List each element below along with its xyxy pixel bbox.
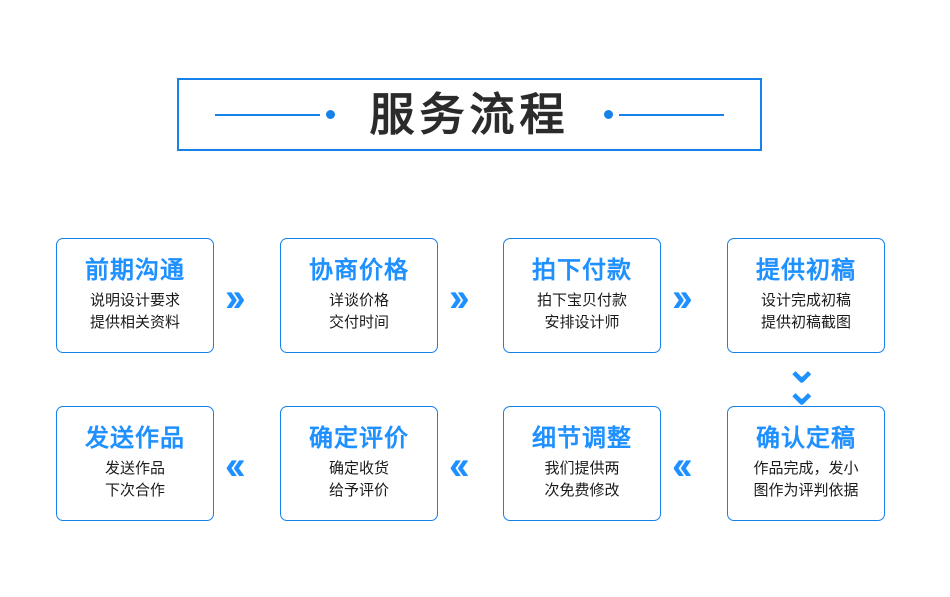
- arrow-right-1: ››: [225, 276, 245, 320]
- flow-step-line-3b: 安排设计师: [544, 313, 620, 331]
- flow-step-line-7b: 给予评价: [328, 481, 389, 499]
- flow-step-title-1: 前期沟通: [85, 256, 185, 284]
- flow-step-line-8b: 下次合作: [104, 481, 165, 499]
- arrow-right-3: ››: [672, 276, 692, 320]
- arrow-down-1: ⌄ ⌄: [785, 349, 819, 413]
- flow-step-card-7: 确定评价 确定收货 给予评价: [280, 406, 438, 521]
- flow-step-line-4b: 提供初稿截图: [760, 313, 851, 331]
- page-title-banner: 服务流程: [177, 78, 762, 151]
- flow-step-title-6: 细节调整: [532, 424, 632, 452]
- flow-step-card-8: 发送作品 发送作品 下次合作: [56, 406, 214, 521]
- flow-step-title-7: 确定评价: [309, 424, 409, 452]
- flow-step-line-5a: 作品完成，发小: [753, 459, 859, 477]
- arrow-right-2: ››: [449, 276, 469, 320]
- flow-step-title-4: 提供初稿: [756, 256, 856, 284]
- arrow-left-3: ‹‹: [225, 444, 245, 488]
- flow-step-line-6b: 次免费修改: [544, 481, 620, 499]
- flow-step-line-5b: 图作为评判依据: [753, 481, 859, 499]
- flow-step-title-5: 确认定稿: [756, 424, 856, 452]
- flow-step-line-4a: 设计完成初稿: [760, 291, 851, 309]
- arrow-left-1: ‹‹: [672, 444, 692, 488]
- flow-step-card-2: 协商价格 详谈价格 交付时间: [280, 238, 438, 353]
- flow-step-line-6a: 我们提供两: [544, 459, 620, 477]
- flow-step-line-1a: 说明设计要求: [89, 291, 180, 309]
- flow-step-line-2b: 交付时间: [328, 313, 389, 331]
- arrow-down-chevron-bottom: ⌄: [785, 369, 819, 413]
- flow-step-card-5: 确认定稿 作品完成，发小 图作为评判依据: [727, 406, 885, 521]
- flow-step-card-6: 细节调整 我们提供两 次免费修改: [503, 406, 661, 521]
- title-dot-left: [326, 110, 336, 119]
- flow-step-card-1: 前期沟通 说明设计要求 提供相关资料: [56, 238, 214, 353]
- arrow-left-2: ‹‹: [449, 444, 469, 488]
- flow-step-line-8a: 发送作品: [104, 459, 165, 477]
- title-rule-left: [215, 113, 321, 116]
- page-title: 服务流程: [369, 89, 570, 140]
- flow-step-line-2a: 详谈价格: [328, 291, 389, 309]
- flow-step-title-2: 协商价格: [309, 256, 409, 284]
- flow-step-line-7a: 确定收货: [328, 459, 389, 477]
- flow-step-title-3: 拍下付款: [532, 256, 632, 284]
- flow-step-line-1b: 提供相关资料: [89, 313, 180, 331]
- title-decoration-left: [215, 110, 336, 119]
- flow-step-title-8: 发送作品: [85, 424, 185, 452]
- flow-step-line-3a: 拍下宝贝付款: [536, 291, 627, 309]
- flow-step-card-3: 拍下付款 拍下宝贝付款 安排设计师: [503, 238, 661, 353]
- title-decoration-right: [603, 110, 724, 119]
- flow-step-card-4: 提供初稿 设计完成初稿 提供初稿截图: [727, 238, 885, 353]
- title-dot-right: [603, 110, 613, 119]
- title-rule-right: [618, 113, 724, 116]
